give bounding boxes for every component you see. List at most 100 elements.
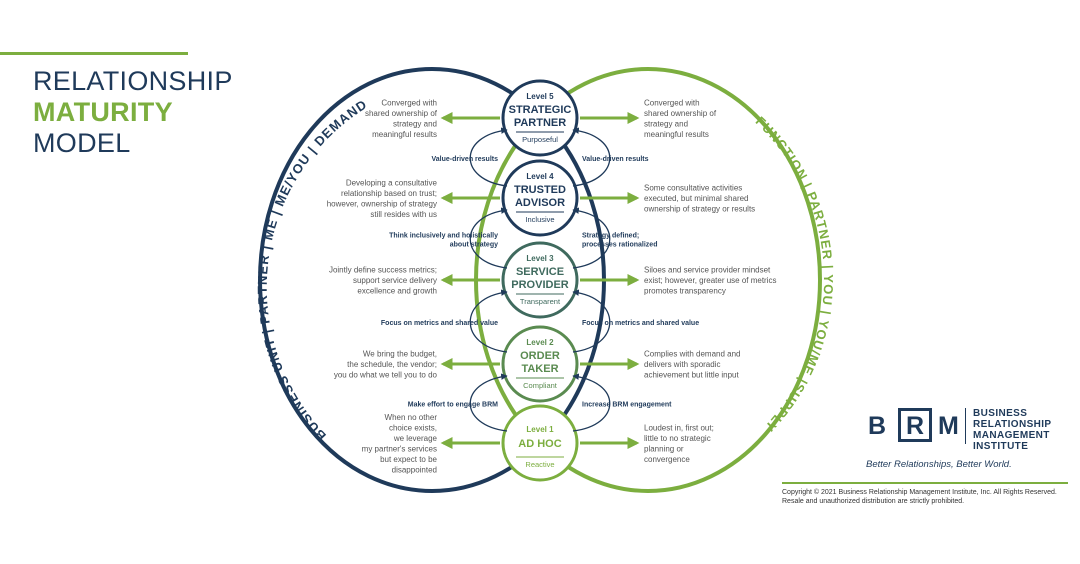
transition-3: Focus on metrics and shared value Focus o… <box>381 289 699 353</box>
right-description-line: Loudest in, first out; <box>644 423 714 432</box>
level-name: AD HOC <box>518 438 561 450</box>
level-name: PROVIDER <box>511 279 569 291</box>
copyright-line-1: Copyright © 2021 Business Relationship M… <box>782 489 1057 496</box>
copyright-notice: Copyright © 2021 Business Relationship M… <box>782 488 1057 506</box>
brm-letter-r: R <box>906 412 925 440</box>
left-description-line: still resides with us <box>370 210 437 219</box>
brm-letter-b: B <box>868 412 887 440</box>
right-description-line: convergence <box>644 455 690 464</box>
right-transition-curve <box>572 127 611 187</box>
transition-2: Think inclusively and holistically about … <box>389 207 657 269</box>
brm-letter-m: M <box>938 412 959 440</box>
level-circle <box>501 404 579 482</box>
right-description-line: achievement but little input <box>644 371 740 380</box>
right-description-line: Converged with <box>644 98 700 107</box>
left-description-line: the schedule, the vendor; <box>347 360 437 369</box>
level-number: Level 1 <box>526 425 554 434</box>
level-number: Level 3 <box>526 254 554 263</box>
left-description-line: meaningful results <box>372 130 437 139</box>
left-description-line: When no other <box>385 413 438 422</box>
title-line-1: RELATIONSHIP <box>33 66 233 96</box>
title-line-3: MODEL <box>33 128 131 158</box>
level-circle <box>501 325 579 403</box>
left-transition-curve <box>469 373 508 432</box>
brm-name-line-3: MANAGEMENT <box>973 430 1050 441</box>
right-transition-label: Value-driven results <box>582 156 649 163</box>
level-name: PARTNER <box>514 117 566 129</box>
right-description-line: delivers with sporadic <box>644 360 720 369</box>
level-quality: Transparent <box>520 297 561 306</box>
level-quality: Compliant <box>523 381 558 390</box>
right-description-line: planning or <box>644 444 684 453</box>
level-circle <box>501 79 579 157</box>
level-quality: Inclusive <box>525 215 554 224</box>
left-description-line: Jointly define success metrics; <box>329 266 437 275</box>
right-description-line: executed, but minimal shared <box>644 194 749 203</box>
left-transition-label: Make effort to engage BRM <box>408 402 498 409</box>
right-transition-label: Focus on metrics and shared value <box>582 320 699 327</box>
right-transition-label: Increase BRM engagement <box>582 402 672 409</box>
left-transition-label: Focus on metrics and shared value <box>381 320 498 327</box>
brm-name: BUSINESS RELATIONSHIP MANAGEMENT INSTITU… <box>973 408 1052 452</box>
left-description-line: excellence and growth <box>357 287 437 296</box>
brm-tagline: Better Relationships, Better World. <box>866 459 1012 470</box>
copyright-line-2: Resale and unauthorized distribution are… <box>782 498 965 505</box>
copyright-accent-line <box>782 482 1068 484</box>
brm-name-line-2: RELATIONSHIP <box>973 419 1052 430</box>
level-name: ORDER <box>520 350 560 362</box>
brm-name-line-1: BUSINESS <box>973 408 1028 419</box>
left-description-line: Developing a consultative <box>346 178 438 187</box>
left-transition-curve <box>469 127 508 187</box>
left-description-line: you do what we tell you to do <box>334 371 438 380</box>
brm-logo-box <box>898 408 932 442</box>
left-description-line: strategy and <box>393 119 437 128</box>
right-transition-label: processes rationalized <box>582 242 657 249</box>
left-description-line: but expect to be <box>380 455 437 464</box>
right-description-line: strategy and <box>644 119 688 128</box>
transition-4: Make effort to engage BRM Increase BRM en… <box>408 373 672 432</box>
right-transition-curve <box>572 289 611 353</box>
level-circle <box>501 159 579 237</box>
level-number: Level 2 <box>526 338 554 347</box>
right-description-line: exist; however, greater use of metrics <box>644 276 777 285</box>
left-transition-label: Think inclusively and holistically <box>389 233 498 240</box>
left-transition-label: Value-driven results <box>431 156 498 163</box>
level-number: Level 4 <box>526 172 554 181</box>
level-circle <box>501 241 579 319</box>
left-description-line: my partner's services <box>362 444 437 453</box>
left-transition-curve <box>469 207 508 269</box>
level-quality: Purposeful <box>522 135 558 144</box>
level-name: STRATEGIC <box>509 104 572 116</box>
brm-logo: B R M <box>866 408 966 444</box>
level-4-group: Level 4TRUSTEDADVISORInclusiveDeveloping… <box>327 159 755 237</box>
right-description-line: Some consultative activities <box>644 184 742 193</box>
left-description-line: We bring the budget, <box>363 350 437 359</box>
transition-1: Value-driven results Value-driven results <box>431 127 649 187</box>
level-quality: Reactive <box>525 460 554 469</box>
right-description-line: ownership of strategy or results <box>644 205 755 214</box>
level-3-group: Level 3SERVICEPROVIDERTransparentJointly… <box>329 241 777 319</box>
right-transition-curve <box>572 373 611 432</box>
left-description-line: relationship based on trust; <box>341 189 437 198</box>
level-name: TRUSTED <box>514 184 566 196</box>
right-description-line: Complies with demand and <box>644 350 741 359</box>
left-transition-label: about strategy <box>450 242 498 249</box>
title-line-2: MATURITY <box>33 97 173 127</box>
page-title: RELATIONSHIP MATURITY MODEL <box>33 66 233 159</box>
right-description-line: shared ownership of <box>644 109 717 118</box>
left-transition-curve <box>469 289 508 353</box>
level-name: TAKER <box>521 363 558 375</box>
left-description-line: Converged with <box>381 98 437 107</box>
right-transition-curve <box>572 207 611 269</box>
brm-name-line-4: INSTITUTE <box>973 441 1029 452</box>
left-description-line: shared ownership of <box>365 109 438 118</box>
right-description-line: meaningful results <box>644 130 709 139</box>
left-description-line: disappointed <box>392 465 437 474</box>
right-description-line: little to no strategic <box>644 434 711 443</box>
left-description-line: we leverage <box>393 434 438 443</box>
level-number: Level 5 <box>526 92 554 101</box>
